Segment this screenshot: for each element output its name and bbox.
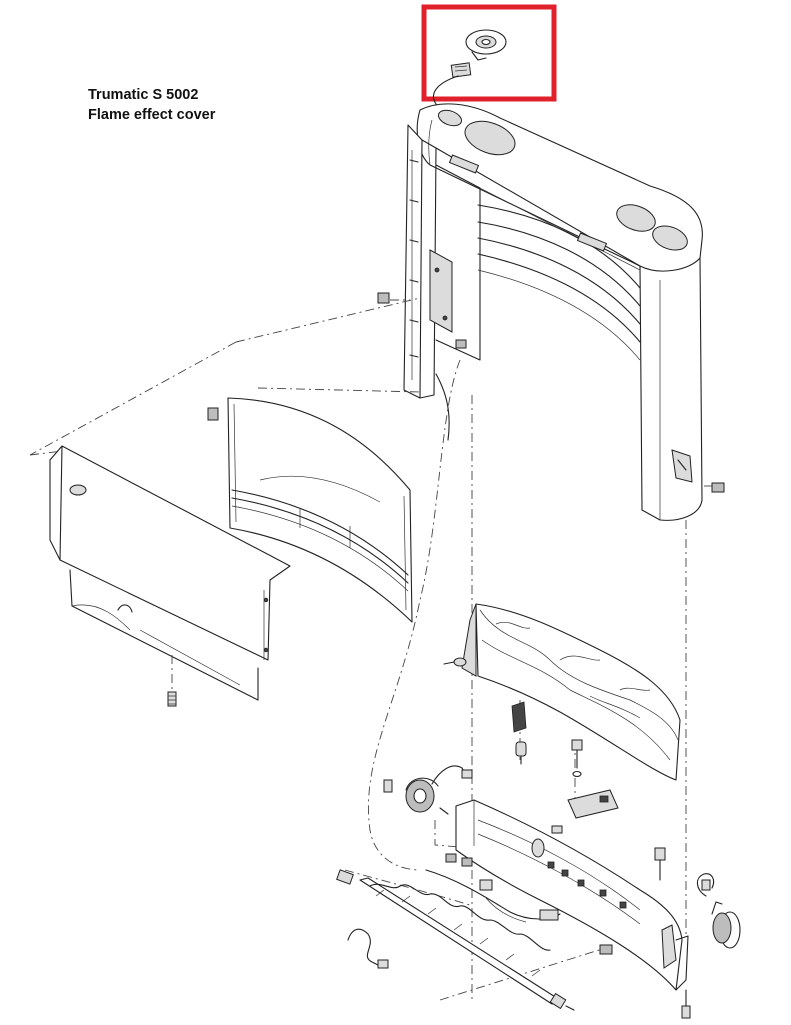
glass-panel[interactable] [227,397,413,623]
frame-casing[interactable] [207,103,725,521]
screw-bolt-2[interactable] [654,847,666,881]
wire-loom [425,869,561,923]
connector-clips[interactable] [445,825,613,955]
diagram-title-part: Flame effect cover [88,107,216,123]
highlight-box[interactable] [421,4,557,102]
clip-left-top [377,292,390,304]
screw-front-cover[interactable] [167,655,177,707]
highlight-frame [421,4,557,102]
switch-board[interactable] [567,789,619,819]
thermostat-sensor[interactable] [432,29,507,129]
flame-roller[interactable] [336,869,575,1011]
control-knob[interactable] [696,873,741,949]
clip-right [711,482,725,493]
clip-glass [207,407,219,421]
diagram-title-model: Trumatic S 5002 [88,87,199,103]
sensor-cable [435,373,450,441]
base-tray[interactable] [455,799,689,991]
motor-assembly[interactable] [383,765,473,815]
screw-bolt-1[interactable] [571,739,583,778]
screw-log[interactable] [443,657,467,667]
bulb-holder[interactable] [511,701,527,765]
lamp-lead[interactable] [347,928,389,969]
front-cover[interactable] [49,445,291,701]
screw-base[interactable] [681,989,691,1019]
log-flame-effect[interactable] [461,603,681,781]
clip-inner [455,339,467,349]
